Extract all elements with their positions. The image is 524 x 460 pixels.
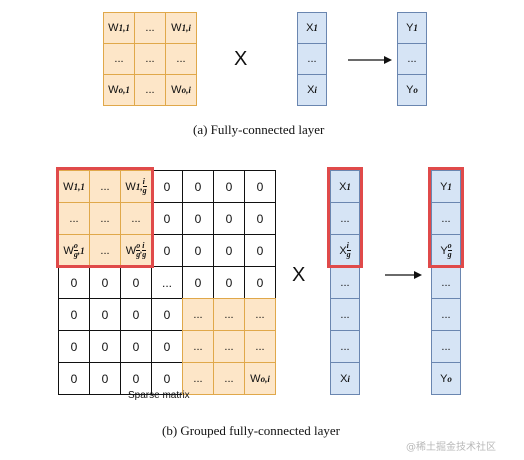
sparse-zero-cell: 0 [213, 234, 245, 267]
bottom-x-cell: ... [330, 266, 360, 299]
sparse-matrix-label: Sparse matrix [128, 390, 190, 401]
sparse-zero-cell: 0 [151, 234, 183, 267]
top-y-cell: ... [397, 43, 427, 75]
bottom-y-cell: ... [431, 330, 461, 363]
sparse-zero-cell: 0 [58, 266, 90, 299]
sparse-zero-cell: 0 [89, 330, 121, 363]
bottom-y-cell: ... [431, 266, 461, 299]
sparse-zero-cell: 0 [151, 330, 183, 363]
bottom-y-cell: ... [431, 298, 461, 331]
sparse-zero-cell: 0 [244, 170, 276, 203]
sparse-block-cell: ... [244, 330, 276, 363]
sparse-zero-cell: 0 [89, 298, 121, 331]
sparse-zero-cell: 0 [151, 362, 183, 395]
sparse-group-highlight [56, 167, 154, 268]
sparse-zero-cell: 0 [120, 298, 152, 331]
sparse-zero-cell: 0 [151, 170, 183, 203]
sparse-block-cell: ... [182, 362, 214, 395]
sparse-zero-cell: 0 [182, 170, 214, 203]
sparse-dots-cell: ... [120, 202, 152, 235]
y-group-highlight [428, 167, 464, 268]
sparse-zero-cell: 0 [244, 266, 276, 299]
sparse-zero-cell: 0 [120, 330, 152, 363]
sparse-zero-cell: 0 [151, 202, 183, 235]
sparse-zero-cell: 0 [89, 362, 121, 395]
sparse-block-cell: ... [244, 298, 276, 331]
sparse-zero-cell: 0 [58, 362, 90, 395]
sparse-zero-cell: 0 [120, 266, 152, 299]
sparse-zero-cell: 0 [244, 234, 276, 267]
sparse-dots-cell: ... [89, 234, 121, 267]
top-x-cell: ... [297, 43, 327, 75]
top-multiply-sign: X [234, 48, 248, 70]
top-w-cell: ... [134, 43, 166, 75]
sparse-block-cell: ... [182, 298, 214, 331]
sparse-dots-cell: ... [58, 202, 90, 235]
sparse-zero-cell: 0 [182, 234, 214, 267]
sparse-zero-cell: 0 [58, 330, 90, 363]
sparse-zero-cell: 0 [182, 266, 214, 299]
sparse-zero-cell: 0 [213, 202, 245, 235]
bottom-x-cell: ... [330, 330, 360, 363]
watermark: @稀土掘金技术社区 [406, 442, 496, 453]
sparse-block-cell: ... [182, 330, 214, 363]
sparse-zero-cell: 0 [213, 266, 245, 299]
sparse-block-cell: ... [213, 298, 245, 331]
sparse-block-cell: ... [213, 330, 245, 363]
top-w-cell: ... [134, 12, 166, 44]
sparse-zero-cell: 0 [151, 298, 183, 331]
sparse-block-cell: ... [213, 362, 245, 395]
bottom-multiply-sign: X [292, 264, 306, 286]
top-caption: (a) Fully-connected layer [193, 122, 325, 137]
top-w-cell: ... [134, 74, 166, 106]
x-group-highlight [327, 167, 363, 268]
bottom-x-cell: ... [330, 298, 360, 331]
sparse-zero-cell: 0 [89, 266, 121, 299]
bottom-x-cell: ... [330, 202, 360, 235]
bottom-caption: (b) Grouped fully-connected layer [162, 423, 340, 438]
sparse-zero-cell: 0 [58, 298, 90, 331]
sparse-zero-cell: 0 [213, 170, 245, 203]
sparse-zero-cell: ... [151, 266, 183, 299]
top-w-cell: ... [165, 43, 197, 75]
sparse-zero-cell: 0 [244, 202, 276, 235]
sparse-zero-cell: 0 [182, 202, 214, 235]
top-w-cell: ... [103, 43, 135, 75]
